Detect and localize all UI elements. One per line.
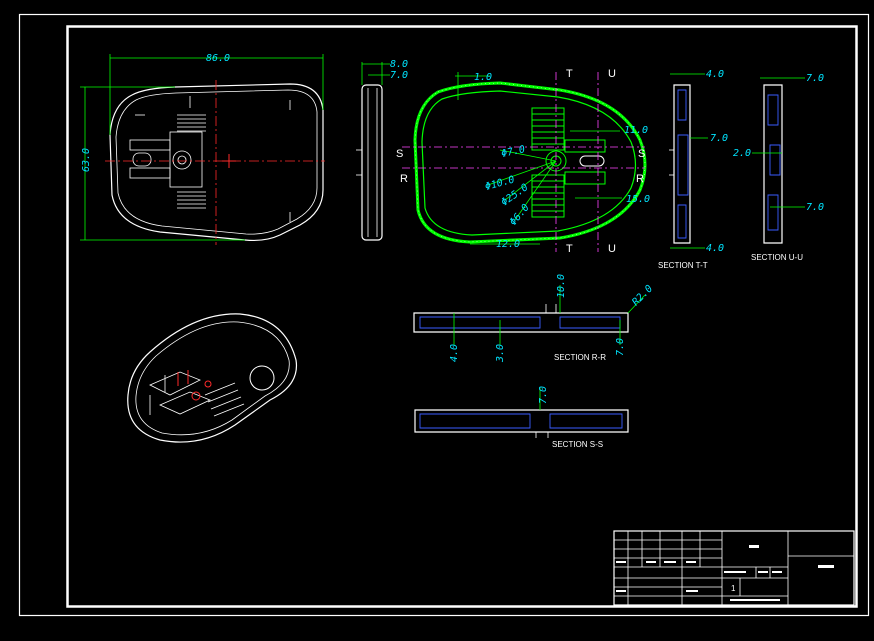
dim-dia-6: Φ6.0 (508, 202, 532, 228)
dim-tt-bot: 4.0 (706, 243, 724, 254)
dim-rr-r2: R2.0 (630, 283, 655, 308)
section-tt: 4.0 7.0 4.0 SECTION T-T (658, 69, 728, 270)
isometric-view (127, 313, 298, 443)
dim-uu-mid: 2.0 (733, 148, 751, 159)
dim-side-b: 7.0 (390, 70, 408, 81)
dim-top-width: 86.0 (206, 53, 230, 64)
dim-uu-bot: 7.0 (806, 202, 824, 213)
dim-p-12: 12.0 (496, 239, 520, 250)
title-block-cell-1: 1 (731, 584, 736, 593)
dim-rr-4: 4.0 (449, 344, 460, 362)
dim-uu-top: 7.0 (806, 73, 824, 84)
marker-u-top: U (608, 68, 616, 80)
marker-u-bottom: U (608, 243, 616, 255)
label-section-ss: SECTION S-S (552, 440, 603, 449)
marker-s-right: S (638, 148, 645, 160)
dim-p-11: 11.0 (624, 125, 648, 136)
dim-top-height: 63.0 (81, 148, 92, 172)
label-section-tt: SECTION T-T (658, 261, 708, 270)
marker-s-left: S (396, 148, 403, 160)
drawing-frame (18, 13, 870, 617)
bottom-view: T U T U S R S R 1.0 11.0 15.0 12.0 Φ7.0 … (396, 68, 650, 255)
marker-r-left: R (400, 173, 408, 185)
section-rr: 10.0 R2.0 4.0 3.0 7.0 SECTION R-R (413, 274, 655, 363)
section-uu: 7.0 2.0 7.0 SECTION U-U (733, 73, 824, 262)
dim-side-a: 8.0 (390, 59, 408, 70)
label-section-uu: SECTION U-U (751, 253, 803, 262)
label-section-rr: SECTION R-R (554, 353, 606, 362)
dim-dia-7: Φ7.0 (500, 144, 526, 160)
dim-rr-10: 10.0 (556, 274, 567, 298)
section-ss: 7.0 SECTION S-S (414, 386, 629, 449)
dim-tt-top: 4.0 (706, 69, 724, 80)
dim-rr-3: 3.0 (495, 344, 506, 363)
dim-rr-7: 7.0 (615, 338, 626, 356)
dim-p-1: 1.0 (474, 72, 492, 83)
title-block: 1 (613, 530, 855, 606)
marker-r-right: R (636, 173, 644, 185)
top-view: 86.0 63.0 (80, 53, 325, 245)
marker-t-top: T (566, 68, 573, 80)
marker-t-bottom: T (566, 243, 573, 255)
dim-ss-7: 7.0 (538, 386, 549, 404)
dim-p-15: 15.0 (626, 194, 650, 205)
side-view: 8.0 7.0 (356, 59, 408, 241)
dim-tt-mid: 7.0 (710, 133, 728, 144)
